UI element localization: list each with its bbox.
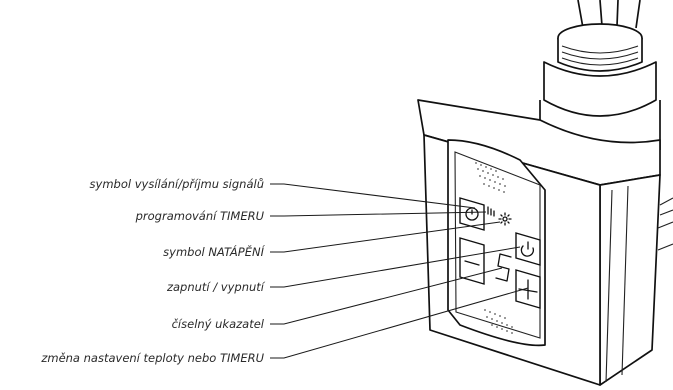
label-signal: symbol vysílání/příjmu signálů: [90, 177, 264, 191]
power-icon: [520, 241, 535, 257]
callout-labels: symbol vysílání/příjmu signálů programov…: [40, 177, 265, 365]
minus-icon: [464, 260, 480, 266]
speaker-grille-top: [475, 162, 506, 193]
label-timer: programování TIMERU: [135, 209, 265, 223]
label-power: zapnutí / vypnutí: [166, 280, 266, 294]
heating-sun-icon: [498, 212, 512, 226]
connector-cable: [539, 0, 661, 150]
numeric-display: [495, 253, 512, 282]
power-button[interactable]: [515, 232, 541, 266]
minus-button[interactable]: [459, 237, 485, 285]
label-display: číselný ukazatel: [172, 317, 265, 331]
housing: [417, 99, 673, 386]
speaker-grille-bottom: [484, 309, 513, 334]
leader-lines: [270, 183, 529, 359]
label-change: změna nastavení teploty nebo TIMERU: [40, 351, 264, 365]
plus-button[interactable]: [515, 269, 541, 309]
signal-icon: [487, 206, 495, 217]
label-heating: symbol NATÁPĚNÍ: [163, 244, 265, 259]
